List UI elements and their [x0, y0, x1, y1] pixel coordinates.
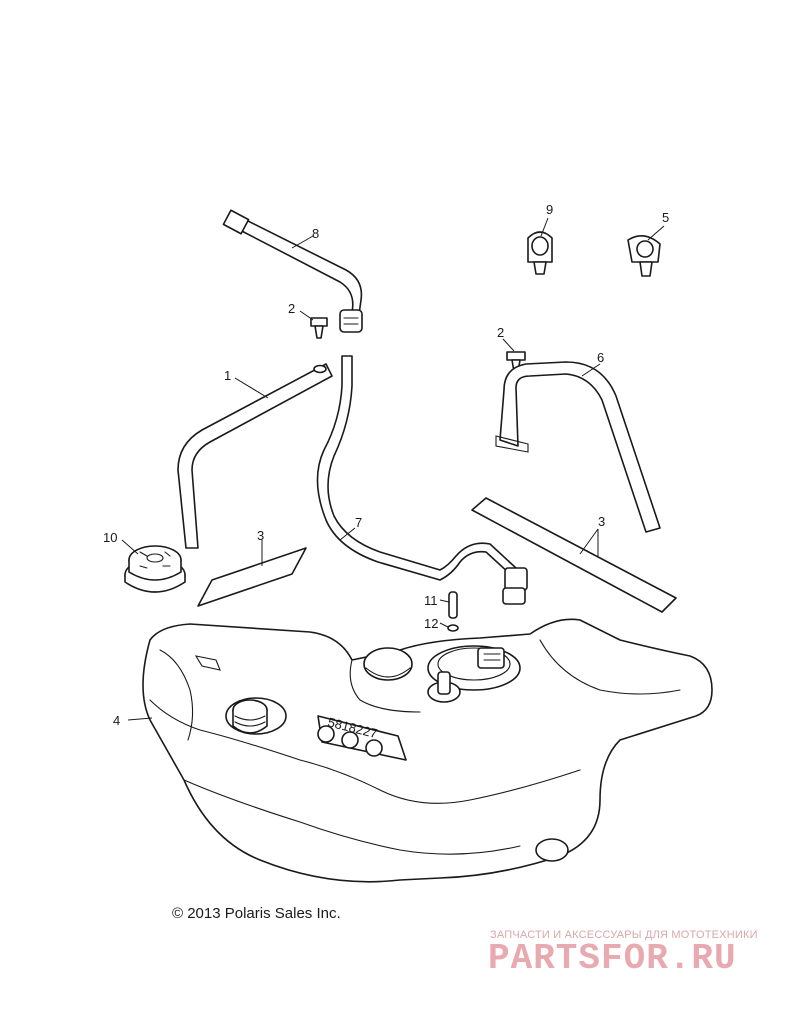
- copyright-notice: © 2013 Polaris Sales Inc.: [172, 905, 341, 922]
- o-ring-12: [447, 624, 459, 632]
- callout-3-left: 3: [257, 528, 264, 543]
- callout-6: 6: [597, 350, 604, 365]
- callout-4: 4: [113, 713, 120, 728]
- callout-7: 7: [355, 515, 362, 530]
- callout-3-right: 3: [598, 514, 605, 529]
- push-rivet-2a: [310, 317, 328, 339]
- clip-9: [527, 231, 553, 275]
- fuel-cap-10: [124, 545, 186, 593]
- callout-11: 11: [424, 593, 438, 608]
- fuel-line-7: [316, 355, 528, 605]
- callout-2-right: 2: [497, 325, 504, 340]
- strap-6: [495, 361, 661, 533]
- strap-1: [177, 363, 333, 549]
- callout-12: 12: [424, 616, 438, 631]
- pad-3a: [197, 547, 307, 607]
- callout-10: 10: [103, 530, 117, 545]
- tube-11: [448, 591, 458, 619]
- leader-lines: [121, 217, 665, 721]
- pad-3b: [471, 497, 677, 613]
- callout-1: 1: [224, 368, 231, 383]
- callout-8: 8: [312, 226, 319, 241]
- callout-2-upper: 2: [288, 301, 295, 316]
- watermark-logo: PARTSFOR.RU: [488, 938, 737, 979]
- vent-hose-8: [222, 209, 363, 333]
- fuel-tank-4: 5818227: [142, 618, 713, 883]
- watermark-subtitle: ЗАПЧАСТИ И АКСЕССУАРЫ ДЛЯ МОТОТЕХНИКИ: [490, 929, 758, 941]
- callout-9: 9: [546, 202, 553, 217]
- callout-numbers: 1 2 2 3 3 4 5 6 7 8 9 10 11 12: [103, 202, 669, 728]
- callout-5: 5: [662, 210, 669, 225]
- clip-5: [627, 235, 661, 277]
